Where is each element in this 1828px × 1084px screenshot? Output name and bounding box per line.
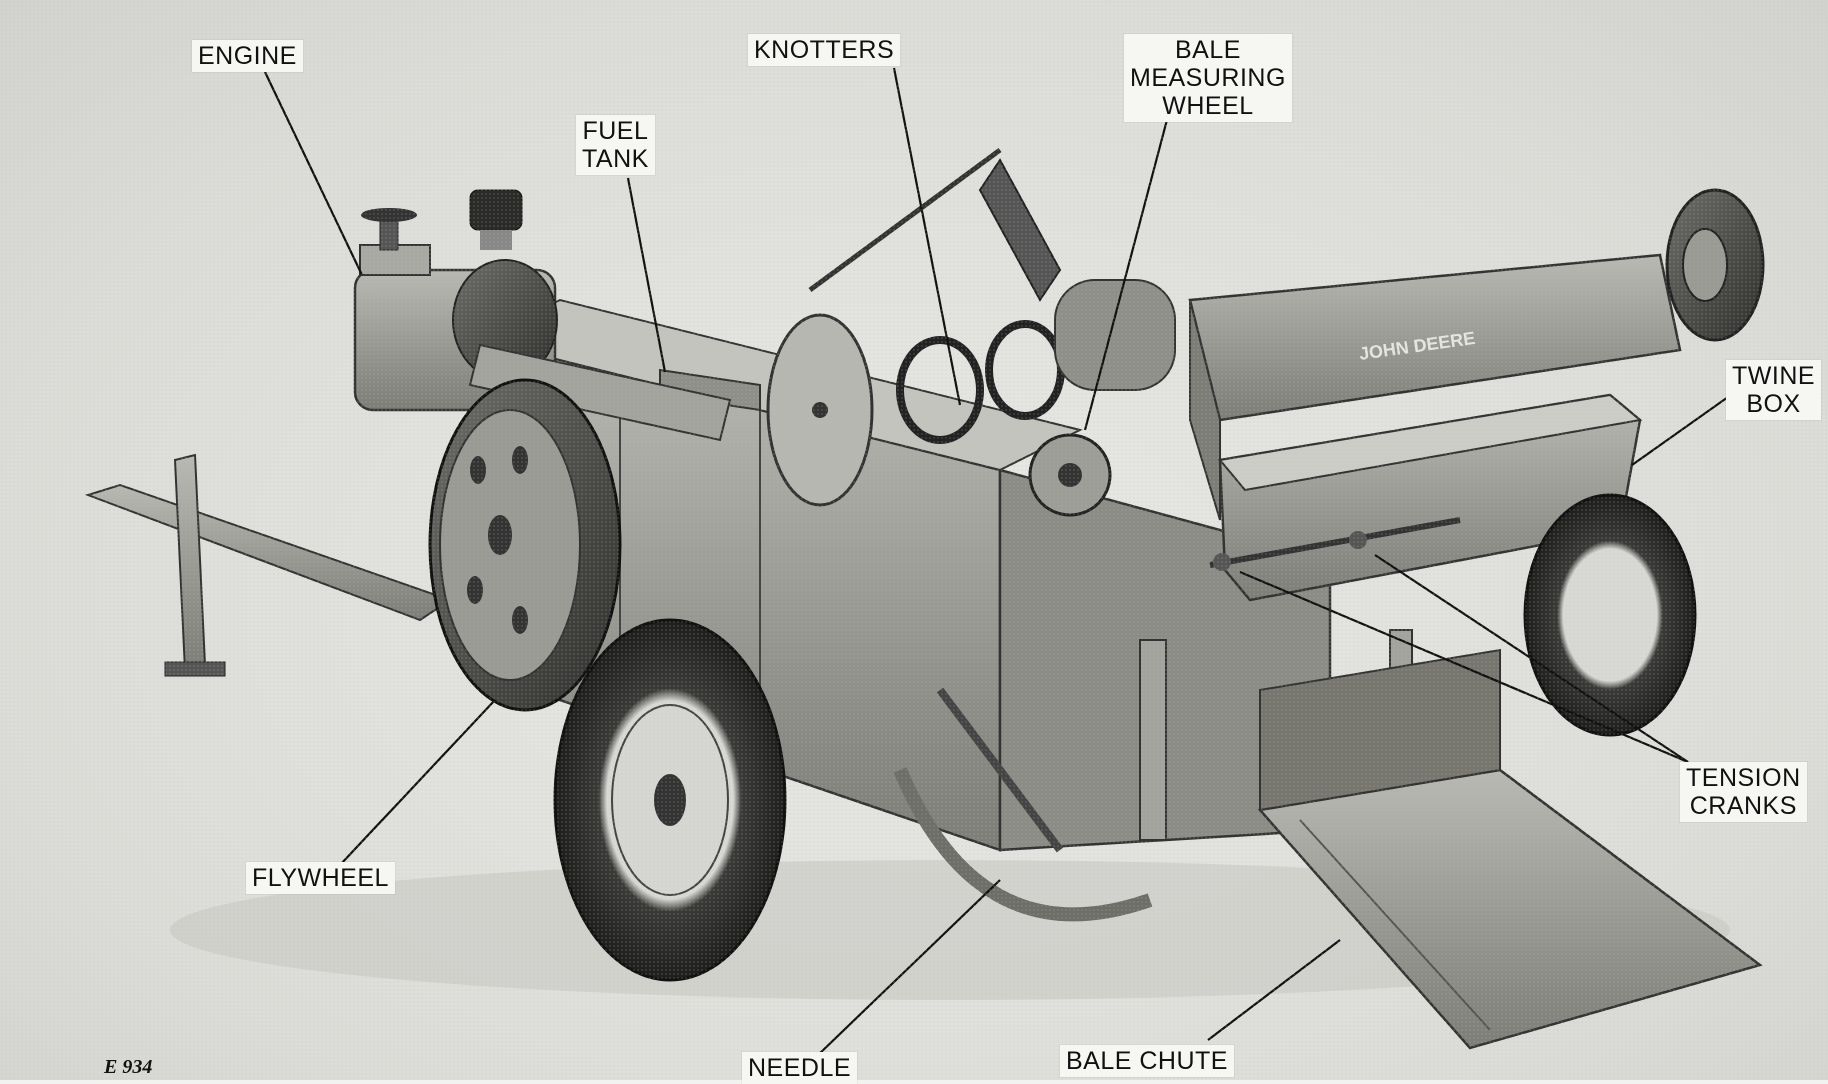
leader-tension-1 bbox=[1374, 554, 1689, 763]
leader-measuring-wheel bbox=[1083, 115, 1170, 431]
leader-bale-chute bbox=[1207, 939, 1341, 1041]
label-flywheel: FLYWHEEL bbox=[246, 862, 395, 894]
needle-arm bbox=[893, 687, 1153, 922]
driveshaft bbox=[468, 343, 732, 442]
label-tension-cranks: TENSION CRANKS bbox=[1680, 762, 1807, 822]
label-engine: ENGINE bbox=[192, 40, 303, 72]
label-knotters: KNOTTERS bbox=[748, 34, 901, 66]
label-fuel-tank: FUEL TANK bbox=[576, 115, 655, 175]
knotter-mechanism bbox=[808, 147, 1176, 444]
label-twine-box: TWINE BOX bbox=[1726, 360, 1822, 420]
leader-fuel-tank bbox=[626, 177, 667, 373]
figure-id: E 934 bbox=[104, 1056, 153, 1078]
right-wheel bbox=[1523, 493, 1697, 737]
label-bale-measuring-wheel: BALE MEASURING WHEEL bbox=[1124, 34, 1292, 122]
leader-flywheel bbox=[339, 699, 496, 866]
pickup-housing: JOHN DEERE bbox=[1188, 253, 1682, 521]
front-wheel bbox=[553, 618, 787, 982]
leader-knotters bbox=[892, 67, 962, 406]
label-needle: NEEDLE bbox=[742, 1052, 858, 1084]
leader-tension-2 bbox=[1239, 570, 1689, 764]
leader-engine bbox=[264, 71, 363, 276]
bale-chute-shape bbox=[1257, 648, 1763, 1050]
flywheel-shape bbox=[428, 378, 622, 712]
leader-needle bbox=[817, 879, 1001, 1056]
hitch-tongue bbox=[84, 453, 453, 677]
callout-lines bbox=[264, 67, 1746, 1056]
label-bale-chute: BALE CHUTE bbox=[1060, 1045, 1234, 1077]
measuring-star-wheel bbox=[1028, 433, 1112, 517]
pickup-pulley bbox=[1665, 188, 1765, 342]
guide-disc bbox=[766, 313, 874, 507]
